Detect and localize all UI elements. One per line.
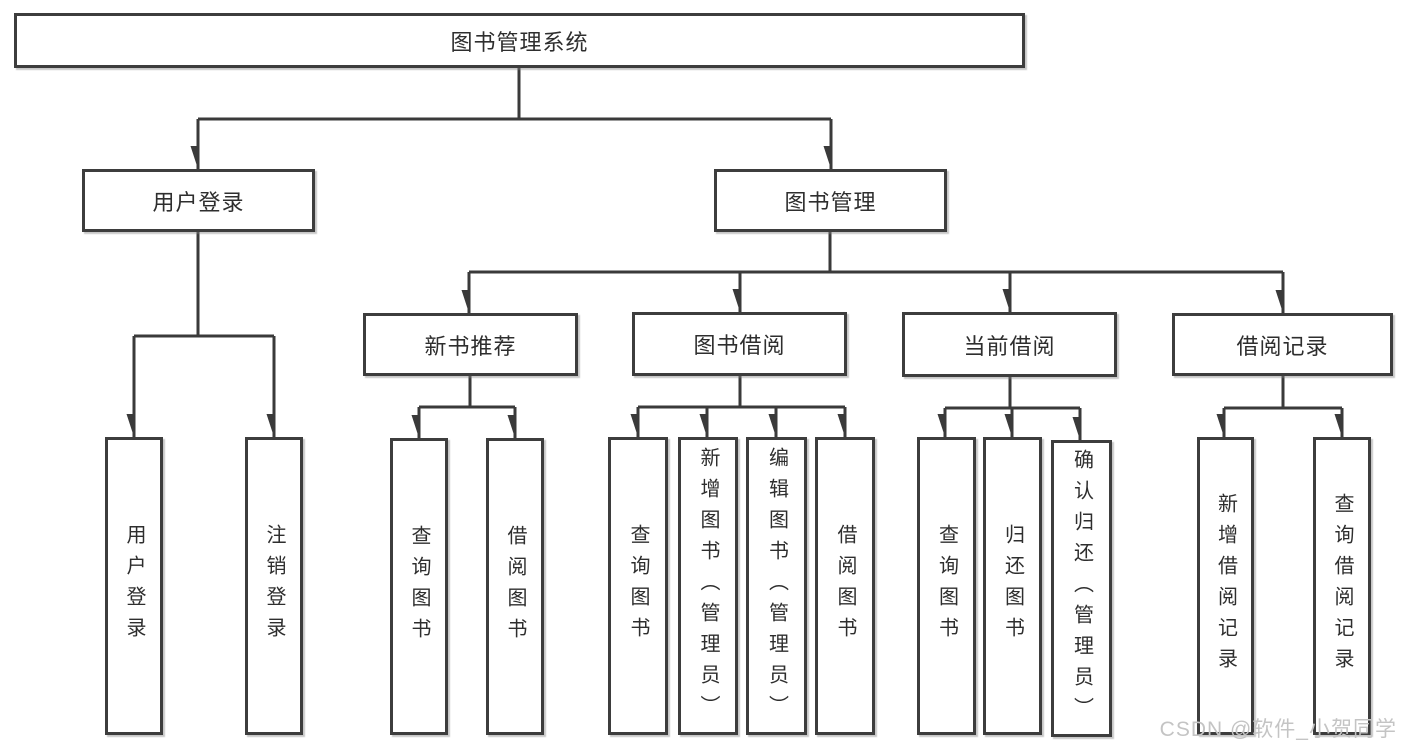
leaf-cur-query-book: 查询图书: [917, 437, 976, 735]
connector-root-to-level2: [198, 68, 833, 169]
leaf-borrow-borrow-book: 借阅图书: [815, 437, 875, 735]
node-borrow-records: 借阅记录: [1172, 313, 1393, 376]
connector-book-mgmt-to-level3: [469, 232, 1285, 313]
leaf-rec-query-book-label: 查询图书: [408, 524, 430, 649]
node-book-mgmt-label: 图书管理: [784, 189, 877, 215]
leaf-cur-return-book: 归还图书: [983, 437, 1042, 735]
node-root-label: 图书管理系统: [450, 29, 589, 55]
leaf-query-borrow-record: 查询借阅记录: [1313, 437, 1371, 735]
node-new-book-rec: 新书推荐: [363, 313, 578, 376]
leaf-query-borrow-record-label: 查询借阅记录: [1331, 493, 1353, 679]
node-book-mgmt: 图书管理: [714, 169, 947, 232]
leaf-borrow-query-book: 查询图书: [608, 437, 668, 735]
leaf-user-login: 用户登录: [105, 437, 163, 735]
connector-borrow-records-to-leaves: [1224, 376, 1344, 437]
leaf-borrow-add-book-label: 新增图书（管理员）: [697, 446, 719, 726]
leaf-cur-confirm-return-label: 确认归还（管理员）: [1070, 449, 1093, 728]
leaf-rec-query-book: 查询图书: [390, 438, 448, 735]
leaf-add-borrow-record-label: 新增借阅记录: [1214, 493, 1237, 679]
leaf-cur-confirm-return: 确认归还（管理员）: [1051, 440, 1112, 737]
leaf-borrow-edit-book-label: 编辑图书（管理员）: [765, 446, 788, 726]
csdn-watermark: CSDN @软件_小贺同学: [1159, 718, 1397, 741]
leaf-borrow-borrow-book-label: 借阅图书: [834, 524, 856, 648]
node-current-borrow-label: 当前借阅: [963, 333, 1056, 359]
leaf-user-login-label: 用户登录: [123, 524, 145, 648]
leaf-borrow-add-book: 新增图书（管理员）: [678, 437, 738, 735]
connector-user-login-to-leaves: [134, 232, 276, 437]
leaf-rec-borrow-book: 借阅图书: [486, 438, 544, 735]
leaf-add-borrow-record: 新增借阅记录: [1197, 437, 1254, 735]
leaf-cur-query-book-label: 查询图书: [935, 524, 958, 648]
node-user-login: 用户登录: [82, 169, 315, 232]
leaf-borrow-edit-book: 编辑图书（管理员）: [746, 437, 807, 735]
node-user-login-label: 用户登录: [152, 189, 245, 215]
leaf-cur-return-book-label: 归还图书: [1001, 524, 1024, 648]
node-current-borrow: 当前借阅: [902, 312, 1117, 377]
node-root: 图书管理系统: [14, 13, 1025, 68]
node-book-borrow: 图书借阅: [632, 312, 847, 376]
connector-book-borrow-to-leaves: [638, 376, 847, 437]
connector-current-borrow-to-leaves: [945, 377, 1082, 440]
leaf-rec-borrow-book-label: 借阅图书: [504, 524, 526, 649]
node-book-borrow-label: 图书借阅: [693, 333, 786, 358]
node-borrow-records-label: 借阅记录: [1236, 333, 1329, 359]
connector-new-book-rec-to-leaves: [419, 376, 517, 438]
node-new-book-rec-label: 新书推荐: [424, 333, 517, 359]
leaf-logout-label: 注销登录: [263, 524, 285, 648]
leaf-borrow-query-book-label: 查询图书: [627, 524, 649, 648]
leaf-logout: 注销登录: [245, 437, 303, 735]
